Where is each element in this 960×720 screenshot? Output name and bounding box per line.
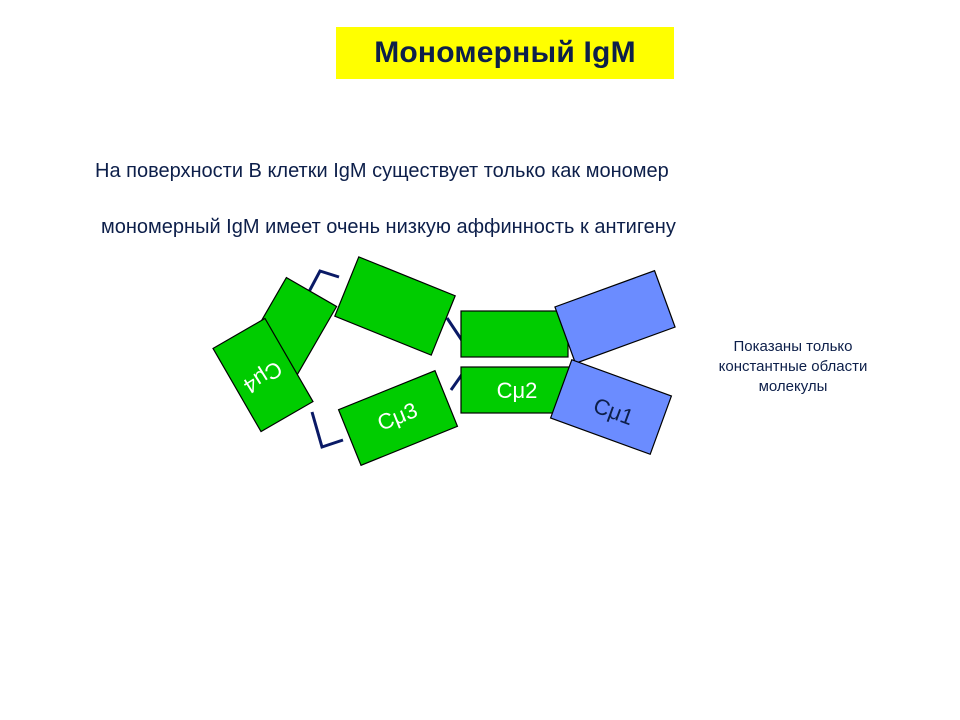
page-title: Мономерный IgM [374,36,636,69]
statement-surface-monomer: На поверхности В клетки IgM существует т… [95,160,669,182]
statement-low-affinity: мономерный IgM имеет очень низкую аффинн… [101,216,676,238]
upper-cmu1-domain [554,269,676,365]
lower-cmu2-domain [460,366,574,414]
title-banner: Мономерный IgM [336,27,674,79]
lower-cmu3-domain [337,369,459,467]
cmu2-label: Cμ2 [497,378,538,403]
upper-cmu2-domain [460,310,569,358]
lower-cmu4-domain [212,317,314,433]
lower-cmu1-domain [549,358,673,456]
lower-hinge-line [310,411,344,449]
upper-cmu3-domain [334,256,456,356]
constant-regions-note: Показаны только константные области моле… [718,338,868,395]
upper-link-line [445,317,465,343]
